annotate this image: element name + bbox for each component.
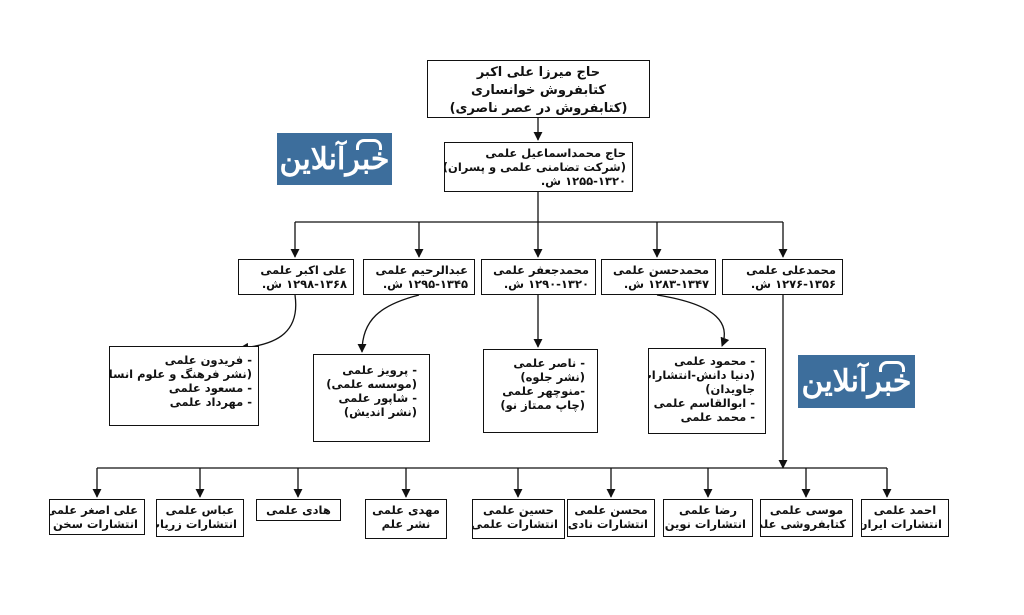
node-line: - مهرداد علمی xyxy=(169,395,252,409)
logo-right: خبرآنلاین xyxy=(798,355,915,408)
node-line: کتابفروشی علمی xyxy=(761,517,846,531)
node-children-abdolrahim: - پرویز علمی (موسسه علمی) - شاپور علمی (… xyxy=(313,354,430,442)
connector-mohammadhasan-children xyxy=(656,294,730,347)
node-line: نشر علم xyxy=(381,517,431,531)
node-line: انتشارات زریاب xyxy=(156,517,237,531)
node-line: انتشارات سخن xyxy=(52,517,138,531)
node-bottom-mahdi: مهدی علمی نشر علم xyxy=(365,499,447,539)
node-line: (چاپ ممتاز نو) xyxy=(500,398,585,412)
node-line: (نشر فرهنگ و علوم انسانی) xyxy=(109,367,252,381)
node-line: (دنیا دانش-انتشارات xyxy=(648,368,755,382)
node-line: جاویدان) xyxy=(705,382,755,396)
connector-abdolrahim-children xyxy=(357,294,420,353)
node-line: - ناصر علمی xyxy=(513,356,585,370)
node-son-mohammadali: محمدعلی علمی ۱۲۷۶-۱۳۵۶ ش. xyxy=(722,259,843,295)
node-line: -منوچهر علمی xyxy=(502,384,585,398)
node-line: ۱۲۷۶-۱۳۵۶ ش. xyxy=(750,277,836,291)
node-line: عبدالرحیم علمی xyxy=(375,263,468,277)
node-line: (موسسه علمی) xyxy=(326,377,417,391)
node-line: ۱۲۹۸-۱۳۶۸ ش. xyxy=(261,277,347,291)
node-root: حاج میرزا علی اکبر کتابفروش خوانساری (کت… xyxy=(427,60,650,118)
node-second-generation: حاج محمداسماعیل علمی (شرکت تضامنی علمی و… xyxy=(444,142,633,192)
node-bottom-ali-asghar: علی اصغر علمی انتشارات سخن xyxy=(49,499,145,535)
node-line: موسی علمی xyxy=(769,503,844,517)
node-bottom-ahmad: احمد علمی انتشارات ایران xyxy=(861,499,949,537)
node-line: عباس علمی xyxy=(165,503,235,517)
node-line: - ابوالقاسم علمی xyxy=(653,396,755,410)
node-line: - محمود علمی xyxy=(674,354,755,368)
node-line: - محمد علمی xyxy=(680,410,755,424)
node-line: رضا علمی xyxy=(679,503,737,517)
connector-ali-akbar-children xyxy=(239,294,297,352)
node-bottom-hossein: حسین علمی انتشارات علمی xyxy=(472,499,565,539)
node-line: - فریدون علمی xyxy=(164,353,252,367)
node-line: (نشر جلوه) xyxy=(520,370,585,384)
node-line: - پرویز علمی xyxy=(342,363,417,377)
node-bottom-mousa: موسی علمی کتابفروشی علمی xyxy=(760,499,853,537)
node-bottom-abbas: عباس علمی انتشارات زریاب xyxy=(156,499,244,537)
node-line: محسن علمی xyxy=(574,503,648,517)
node-son-abdolrahim: عبدالرحیم علمی ۱۲۹۵-۱۳۴۵ ش. xyxy=(363,259,475,295)
node-line: حاج میرزا علی اکبر xyxy=(476,65,601,80)
logo-arc-icon xyxy=(356,139,382,150)
node-line: انتشارات نوین xyxy=(664,517,746,531)
node-line: محمدجعفر علمی xyxy=(493,263,589,277)
node-line: محمدعلی علمی xyxy=(746,263,836,277)
node-line: - شاپور علمی xyxy=(338,391,417,405)
node-line: حاج محمداسماعیل علمی xyxy=(485,146,626,160)
node-line: احمد علمی xyxy=(873,503,937,517)
node-line: (شرکت تضامنی علمی و پسران) xyxy=(444,160,626,174)
node-bottom-hadi: هادی علمی xyxy=(256,499,341,521)
node-line: - مسعود علمی xyxy=(168,381,252,395)
logo-text: خبرآنلاین xyxy=(801,364,912,399)
node-children-mohammadhasan: - محمود علمی (دنیا دانش-انتشارات جاویدان… xyxy=(648,348,766,434)
node-line: ۱۲۹۰-۱۳۲۰ ش. xyxy=(503,277,589,291)
node-children-mohammadjafar: - ناصر علمی (نشر جلوه) -منوچهر علمی (چاپ… xyxy=(483,349,598,433)
node-line: ۱۲۹۵-۱۳۴۵ ش. xyxy=(382,277,468,291)
logo-top-left: خبرآنلاین xyxy=(277,133,392,185)
node-line: هادی علمی xyxy=(266,503,331,517)
logo-arc-icon xyxy=(879,361,905,372)
node-line: علی اصغر علمی xyxy=(49,503,138,517)
node-line: (نشر اندیش) xyxy=(343,405,417,419)
node-line: انتشارات علمی xyxy=(472,517,558,531)
node-son-mohammadhasan: محمدحسن علمی ۱۲۸۳-۱۳۴۷ ش. xyxy=(601,259,716,295)
node-bottom-mohsen: محسن علمی انتشارات نادی xyxy=(567,499,655,537)
node-line: انتشارات نادی xyxy=(567,517,648,531)
node-children-ali-akbar: - فریدون علمی (نشر فرهنگ و علوم انسانی) … xyxy=(109,346,259,426)
node-bottom-reza: رضا علمی انتشارات نوین xyxy=(663,499,753,537)
node-line: کتابفروش خوانساری xyxy=(471,83,606,98)
node-son-mohammadjafar: محمدجعفر علمی ۱۲۹۰-۱۳۲۰ ش. xyxy=(481,259,596,295)
node-line: ۱۲۸۳-۱۳۴۷ ش. xyxy=(623,277,709,291)
node-line: علی اکبر علمی xyxy=(260,263,347,277)
logo-text: خبرآنلاین xyxy=(279,141,390,177)
node-line: حسین علمی xyxy=(483,503,554,517)
node-line: انتشارات ایران xyxy=(861,517,942,531)
node-line: محمدحسن علمی xyxy=(613,263,709,277)
node-line: ۱۲۵۵-۱۳۲۰ ش. xyxy=(540,174,626,188)
node-line: مهدی علمی xyxy=(372,503,440,517)
node-line: (کتابفروش در عصر ناصری) xyxy=(449,101,628,116)
node-son-ali-akbar: علی اکبر علمی ۱۲۹۸-۱۳۶۸ ش. xyxy=(238,259,354,295)
